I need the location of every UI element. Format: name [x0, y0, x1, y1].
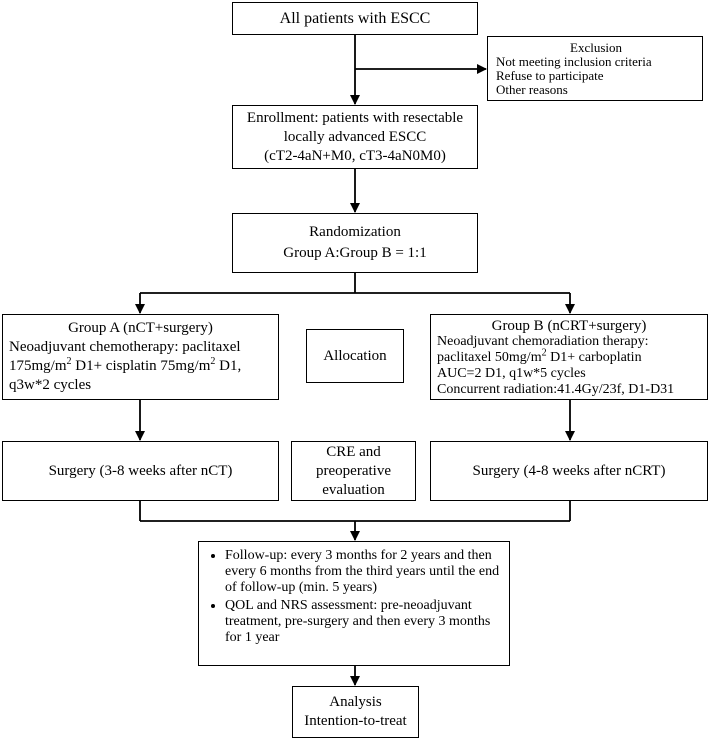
- group-a-line: q3w*2 cycles: [9, 377, 92, 393]
- exclusion-item: Refuse to participate: [496, 68, 604, 83]
- surgery-a-label: Surgery (3-8 weeks after nCT): [48, 462, 233, 479]
- group-b-dose-text: D1+ carboplatin: [546, 350, 642, 365]
- surgery-b-box: Surgery (4-8 weeks after nCRT): [430, 441, 708, 501]
- group-b-line: Concurrent radiation:41.4Gy/23f, D1-D31: [437, 382, 675, 397]
- randomization-box: Randomization Group A:Group B = 1:1: [232, 213, 478, 273]
- analysis-title: Analysis: [329, 694, 382, 710]
- enrollment-line: locally advanced ESCC: [283, 128, 427, 145]
- all-patients-box: All patients with ESCC: [232, 2, 478, 35]
- follow-up-box: Follow-up: every 3 months for 2 years an…: [198, 541, 510, 666]
- allocation-label: Allocation: [323, 347, 387, 364]
- superscript: 2: [210, 356, 216, 367]
- cre-line: evaluation: [322, 481, 385, 498]
- qol-assessment-item: QOL and NRS assessment: pre-neoadjuvant …: [225, 598, 503, 646]
- cre-line: preoperative: [316, 462, 391, 479]
- surgery-b-label: Surgery (4-8 weeks after nCRT): [472, 462, 666, 479]
- group-a-line: Neoadjuvant chemotherapy: paclitaxel: [9, 339, 241, 355]
- randomization-ratio: Group A:Group B = 1:1: [283, 245, 427, 261]
- exclusion-item: Not meeting inclusion criteria: [496, 54, 652, 69]
- exclusion-title: Exclusion: [570, 40, 622, 55]
- allocation-box: Allocation: [306, 329, 404, 383]
- group-b-dose-text: paclitaxel 50mg/m: [437, 350, 542, 365]
- analysis-method: Intention-to-treat: [304, 713, 407, 729]
- surgery-a-box: Surgery (3-8 weeks after nCT): [2, 441, 279, 501]
- all-patients-label: All patients with ESCC: [279, 10, 431, 27]
- superscript: 2: [66, 356, 72, 367]
- follow-up-item: Follow-up: every 3 months for 2 years an…: [225, 548, 503, 596]
- group-b-dose-line: paclitaxel 50mg/m2 D1+ carboplatin: [437, 347, 701, 366]
- enrollment-line: (cT2-4aN+M0, cT3-4aN0M0): [264, 147, 446, 164]
- analysis-box: Analysis Intention-to-treat: [292, 686, 419, 738]
- group-a-dose-text: 175mg/m: [9, 358, 67, 374]
- group-a-dose-line: 175mg/m2 D1+ cisplatin 75mg/m2 D1,: [9, 357, 272, 376]
- cre-evaluation-box: CRE and preoperative evaluation: [291, 441, 416, 501]
- group-b-line: AUC=2 D1, q1w*5 cycles: [437, 366, 586, 381]
- enrollment-line: Enrollment: patients with resectable: [246, 109, 464, 126]
- group-b-title: Group B (nCRT+surgery): [491, 318, 647, 334]
- group-a-title: Group A (nCT+surgery): [68, 320, 213, 336]
- group-a-dose-text: D1+ cisplatin 75mg/m: [71, 358, 211, 374]
- follow-up-list: Follow-up: every 3 months for 2 years an…: [205, 548, 503, 646]
- group-a-box: Group A (nCT+surgery) Neoadjuvant chemot…: [2, 314, 279, 400]
- superscript: 2: [541, 347, 547, 359]
- randomization-title: Randomization: [309, 224, 401, 240]
- enrollment-box: Enrollment: patients with resectable loc…: [232, 105, 478, 169]
- group-a-dose-text: D1,: [215, 358, 242, 374]
- group-b-line: Neoadjuvant chemoradiation therapy:: [437, 334, 649, 349]
- exclusion-box: Exclusion Not meeting inclusion criteria…: [487, 36, 703, 101]
- cre-line: CRE and: [326, 443, 381, 460]
- exclusion-item: Other reasons: [496, 82, 568, 97]
- group-b-box: Group B (nCRT+surgery) Neoadjuvant chemo…: [430, 314, 708, 400]
